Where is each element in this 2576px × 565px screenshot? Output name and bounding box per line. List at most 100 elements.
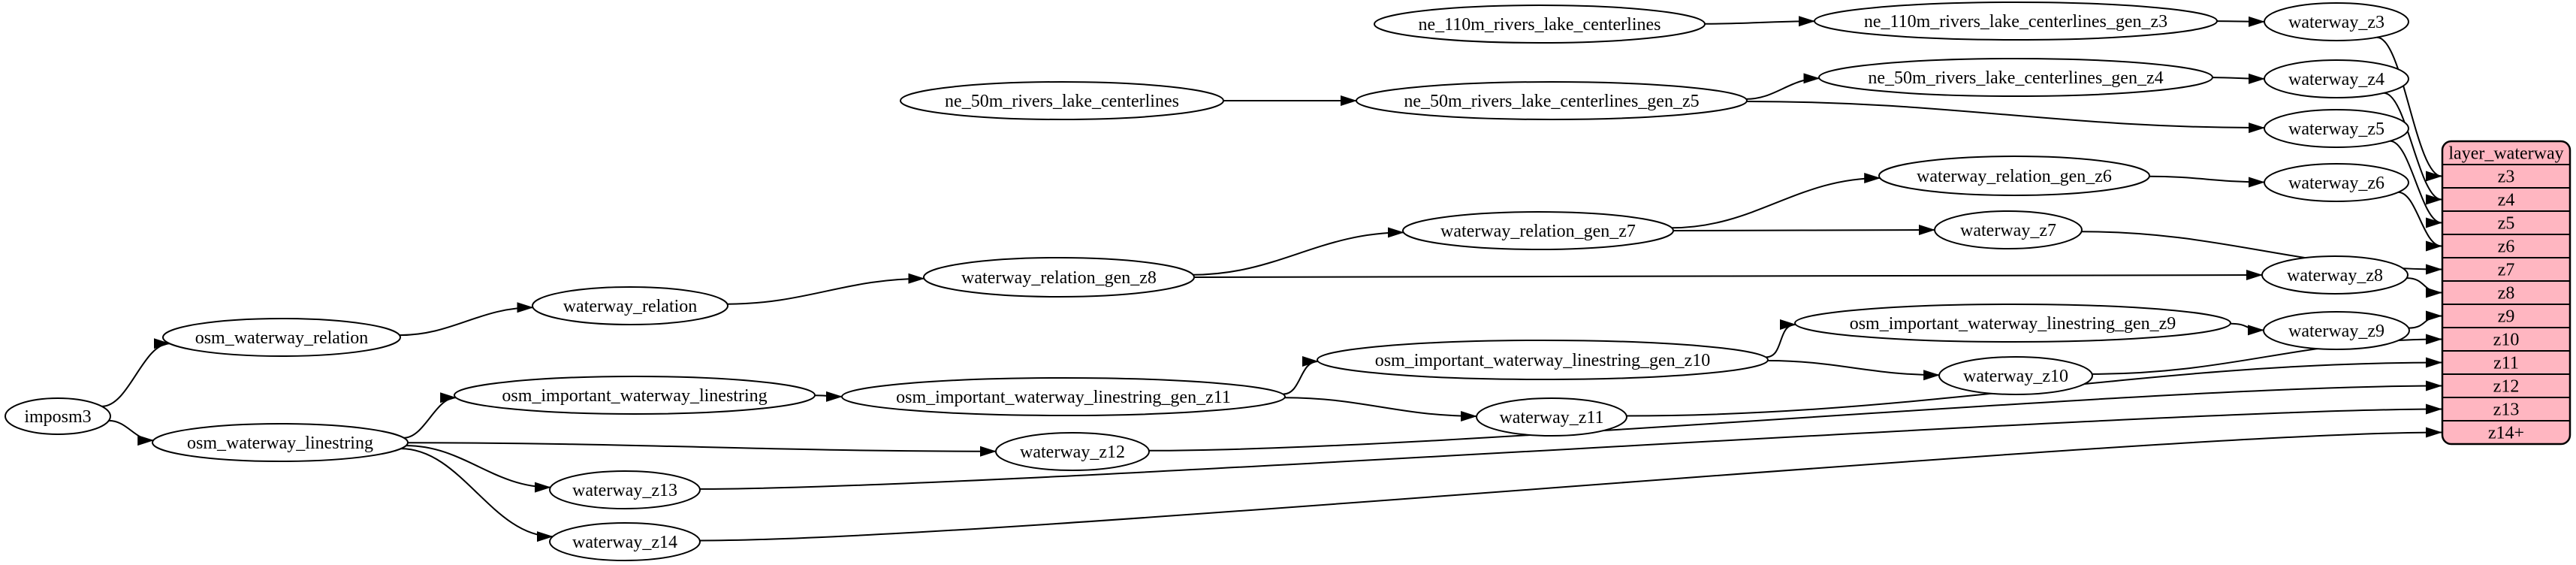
- node-waterway_z7: waterway_z7: [1934, 210, 2083, 249]
- node-label-waterway_relation_gen_z7: waterway_relation_gen_z7: [1440, 222, 1636, 241]
- node-ne_110m_rivers_lake_centerlines_gen_z3: ne_110m_rivers_lake_centerlines_gen_z3: [1814, 2, 2218, 41]
- node-waterway_relation_gen_z6: waterway_relation_gen_z6: [1878, 156, 2150, 196]
- node-label-waterway_z13: waterway_z13: [572, 481, 677, 500]
- edge-osm_important_waterway_linestring_gen_z10-to-waterway_z10: [1767, 360, 1941, 381]
- edge-waterway_relation_gen_z7-to-waterway_z7: [1673, 225, 1935, 236]
- edge-osm_important_waterway_linestring_gen_z9-to-waterway_z9: [2230, 322, 2264, 336]
- node-shape-waterway_z3: [2264, 2, 2409, 41]
- node-imposm3: imposm3: [5, 397, 111, 435]
- node-waterway_z3: waterway_z3: [2264, 2, 2409, 41]
- edge-waterway_relation_gen_z8-to-waterway_relation_gen_z7: [1193, 227, 1404, 276]
- node-ne_50m_rivers_lake_centerlines: ne_50m_rivers_lake_centerlines: [900, 81, 1224, 120]
- node-osm_waterway_relation: osm_waterway_relation: [162, 318, 401, 357]
- node-shape-waterway_relation_gen_z6: [1878, 156, 2150, 196]
- node-label-ne_110m_rivers_lake_centerlines_gen_z3: ne_110m_rivers_lake_centerlines_gen_z3: [1864, 12, 2167, 32]
- edge-waterway_z3-to-layer_waterway-z3: [2376, 36, 2442, 182]
- node-label-waterway_z7: waterway_z7: [1960, 221, 2056, 240]
- record-row-z12: z12: [2493, 376, 2520, 396]
- node-waterway_z14: waterway_z14: [549, 522, 701, 561]
- node-shape-waterway_z10: [1938, 356, 2093, 395]
- node-label-waterway_z11: waterway_z11: [1499, 408, 1603, 428]
- record-layer_waterway: layer_waterwayz3z4z5z6z7z8z9z10z11z12z13…: [2441, 140, 2571, 446]
- node-waterway_z4: waterway_z4: [2264, 59, 2409, 98]
- record-row-z4: z4: [2498, 190, 2515, 210]
- node-shape-waterway_z6: [2264, 163, 2409, 202]
- node-ne_50m_rivers_lake_centerlines_gen_z5: ne_50m_rivers_lake_centerlines_gen_z5: [1356, 81, 1748, 120]
- edge-waterway_relation_gen_z8-to-waterway_z8: [1193, 270, 2263, 281]
- node-shape-osm_waterway_relation: [162, 318, 401, 357]
- edge-waterway_z5-to-layer_waterway-z5: [2390, 140, 2442, 228]
- node-label-osm_waterway_relation: osm_waterway_relation: [195, 328, 369, 348]
- edge-waterway_z12-to-layer_waterway-z12: [1148, 380, 2442, 452]
- node-label-waterway_z6: waterway_z6: [2288, 174, 2384, 193]
- edge-ne_50m_rivers_lake_centerlines_gen_z5-to-waterway_z5: [1746, 101, 2266, 134]
- node-label-osm_important_waterway_linestring_gen_z11: osm_important_waterway_linestring_gen_z1…: [896, 388, 1231, 407]
- node-label-waterway_relation_gen_z6: waterway_relation_gen_z6: [1917, 167, 2112, 186]
- node-osm_waterway_linestring: osm_waterway_linestring: [152, 423, 409, 462]
- node-shape-waterway_z7: [1934, 210, 2083, 249]
- node-shape-osm_important_waterway_linestring_gen_z9: [1794, 304, 2231, 343]
- node-waterway_z12: waterway_z12: [995, 432, 1150, 471]
- node-shape-waterway_z4: [2264, 59, 2409, 98]
- node-label-ne_110m_rivers_lake_centerlines: ne_110m_rivers_lake_centerlines: [1419, 15, 1661, 35]
- node-shape-waterway_z8: [2261, 255, 2409, 295]
- node-label-ne_50m_rivers_lake_centerlines: ne_50m_rivers_lake_centerlines: [945, 92, 1179, 111]
- node-osm_important_waterway_linestring_gen_z11: osm_important_waterway_linestring_gen_z1…: [841, 377, 1286, 416]
- node-waterway_z11: waterway_z11: [1476, 397, 1627, 437]
- edge-waterway_z14-to-layer_waterway-z14+: [699, 427, 2442, 542]
- record-row-z11: z11: [2493, 353, 2519, 373]
- edge-ne_110m_rivers_lake_centerlines-to-ne_110m_rivers_lake_centerlines_gen_z3: [1704, 16, 1815, 27]
- record-row-z7: z7: [2498, 260, 2515, 279]
- node-shape-ne_50m_rivers_lake_centerlines: [900, 81, 1224, 120]
- node-label-osm_important_waterway_linestring_gen_z10: osm_important_waterway_linestring_gen_z1…: [1375, 351, 1711, 370]
- node-osm_important_waterway_linestring_gen_z9: osm_important_waterway_linestring_gen_z9: [1794, 304, 2231, 343]
- node-label-waterway_z3: waterway_z3: [2288, 13, 2384, 32]
- node-shape-waterway_z13: [549, 470, 701, 509]
- edge-osm_waterway_linestring-to-waterway_z12: [407, 442, 997, 457]
- node-label-waterway_z10: waterway_z10: [1963, 367, 2068, 386]
- node-shape-ne_50m_rivers_lake_centerlines_gen_z5: [1356, 81, 1748, 120]
- node-label-waterway_relation_gen_z8: waterway_relation_gen_z8: [961, 268, 1157, 288]
- edge-osm_important_waterway_linestring-to-osm_important_waterway_linestring_gen_z11: [814, 391, 843, 402]
- node-shape-waterway_z12: [995, 432, 1150, 471]
- node-shape-waterway_relation: [532, 286, 728, 325]
- node-waterway_z6: waterway_z6: [2264, 163, 2409, 202]
- node-label-ne_50m_rivers_lake_centerlines_gen_z4: ne_50m_rivers_lake_centerlines_gen_z4: [1868, 68, 2163, 88]
- node-waterway_relation: waterway_relation: [532, 286, 728, 325]
- node-waterway_z9: waterway_z9: [2263, 311, 2410, 350]
- node-label-imposm3: imposm3: [24, 407, 91, 427]
- nodes-layer: imposm3 osm_waterway_relation osm_waterway…: [5, 2, 2571, 561]
- edge-ne_50m_rivers_lake_centerlines_gen_z5-to-ne_50m_rivers_lake_centerlines_gen_z4: [1746, 73, 1820, 100]
- node-label-waterway_z5: waterway_z5: [2288, 119, 2384, 139]
- node-shape-osm_important_waterway_linestring_gen_z11: [841, 377, 1286, 416]
- edge-ne_110m_rivers_lake_centerlines_gen_z3-to-waterway_z3: [2216, 16, 2265, 27]
- node-label-osm_important_waterway_linestring: osm_important_waterway_linestring: [502, 386, 767, 406]
- edge-osm_important_waterway_linestring_gen_z11-to-waterway_z11: [1284, 397, 1478, 421]
- node-osm_important_waterway_linestring: osm_important_waterway_linestring: [454, 376, 816, 415]
- record-row-z9: z9: [2498, 307, 2515, 326]
- edge-waterway_z6-to-layer_waterway-z6: [2398, 191, 2442, 252]
- node-shape-ne_50m_rivers_lake_centerlines_gen_z4: [1818, 58, 2213, 97]
- node-waterway_relation_gen_z7: waterway_relation_gen_z7: [1402, 211, 1674, 250]
- node-waterway_z13: waterway_z13: [549, 470, 701, 509]
- record-row-z5: z5: [2498, 213, 2515, 233]
- node-waterway_z5: waterway_z5: [2264, 109, 2409, 148]
- record-row-z14+: z14+: [2488, 423, 2524, 443]
- node-shape-waterway_z14: [549, 522, 701, 561]
- edge-osm_waterway_linestring-to-osm_important_waterway_linestring: [403, 392, 457, 439]
- record-shape: [2441, 140, 2571, 446]
- node-shape-osm_waterway_linestring: [152, 423, 409, 462]
- edge-ne_50m_rivers_lake_centerlines_gen_z4-to-waterway_z4: [2212, 73, 2265, 84]
- edge-waterway_z8-to-layer_waterway-z8: [2406, 277, 2442, 298]
- edge-osm_important_waterway_linestring_gen_z10-to-osm_important_waterway_linestring_gen_z9: [1765, 319, 1796, 358]
- node-osm_important_waterway_linestring_gen_z10: osm_important_waterway_linestring_gen_z1…: [1317, 340, 1769, 380]
- record-row-z10: z10: [2493, 330, 2520, 349]
- node-label-waterway_relation: waterway_relation: [563, 297, 698, 316]
- record-row-z13: z13: [2493, 400, 2520, 419]
- edge-imposm3-to-osm_waterway_relation: [101, 338, 170, 407]
- node-waterway_z10: waterway_z10: [1938, 356, 2093, 395]
- node-ne_50m_rivers_lake_centerlines_gen_z4: ne_50m_rivers_lake_centerlines_gen_z4: [1818, 58, 2213, 97]
- edge-waterway_relation_gen_z6-to-waterway_z6: [2149, 175, 2265, 188]
- node-shape-imposm3: [5, 397, 111, 435]
